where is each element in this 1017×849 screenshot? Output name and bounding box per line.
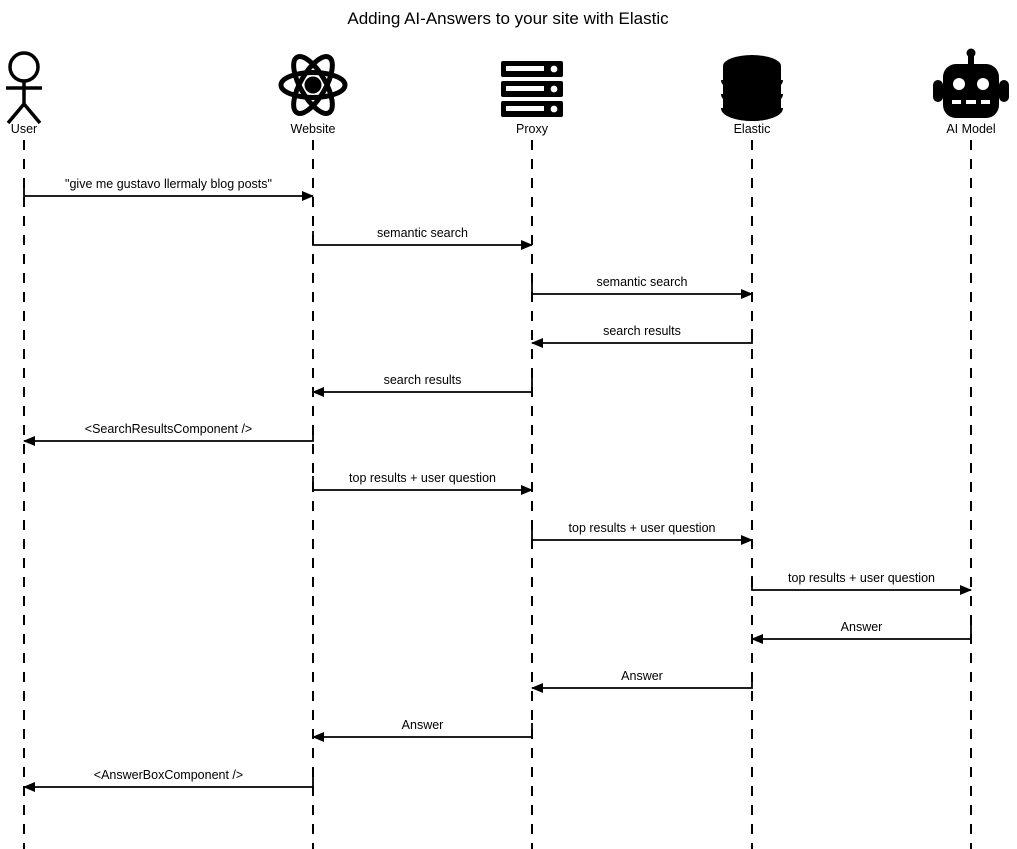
message-label: Answer [841, 620, 883, 634]
message-label: top results + user question [788, 571, 935, 585]
participant-label-user: User [11, 122, 37, 136]
message-9: top results + user question [751, 571, 972, 595]
react-atom-icon [278, 54, 348, 116]
message-arrow [312, 378, 533, 397]
participant-label-website: Website [291, 122, 336, 136]
message-8: top results + user question [531, 521, 753, 545]
participant-label-aimodel: AI Model [946, 122, 995, 136]
message-arrow [312, 231, 533, 250]
message-arrow [531, 280, 753, 299]
message-11: Answer [531, 669, 753, 693]
robot-head-icon [933, 48, 1009, 118]
messages-layer: "give me gustavo llermaly blog posts" sem… [23, 177, 972, 792]
message-5: search results [312, 373, 533, 397]
message-arrow [751, 576, 972, 595]
message-7: top results + user question [312, 471, 533, 495]
message-label: <AnswerBoxComponent /> [94, 768, 243, 782]
message-arrow [23, 182, 314, 201]
message-4: search results [531, 324, 753, 348]
message-label: search results [603, 324, 681, 338]
diagram-title: Adding AI-Answers to your site with Elas… [347, 9, 669, 28]
lifelines-layer [23, 140, 972, 849]
message-label: search results [384, 373, 462, 387]
message-arrow [531, 329, 753, 348]
message-label: <SearchResultsComponent /> [85, 422, 252, 436]
message-arrow [751, 625, 972, 644]
message-3: semantic search [531, 275, 753, 299]
message-13: <AnswerBoxComponent /> [23, 768, 314, 792]
database-icon [721, 55, 783, 121]
server-rack-icon [501, 61, 563, 117]
participant-label-proxy: Proxy [516, 122, 549, 136]
message-label: semantic search [377, 226, 468, 240]
message-arrow [531, 674, 753, 693]
stick-figure-icon [6, 51, 42, 125]
message-arrow [23, 427, 314, 446]
message-arrow [312, 476, 533, 495]
message-label: Answer [402, 718, 444, 732]
message-arrow [312, 723, 533, 742]
message-10: Answer [751, 620, 972, 644]
message-label: Answer [621, 669, 663, 683]
message-label: top results + user question [569, 521, 716, 535]
message-2: semantic search [312, 226, 533, 250]
message-label: top results + user question [349, 471, 496, 485]
message-1: "give me gustavo llermaly blog posts" [23, 177, 314, 201]
message-6: <SearchResultsComponent /> [23, 422, 314, 446]
message-arrow [531, 526, 753, 545]
message-12: Answer [312, 718, 533, 742]
message-arrow [23, 773, 314, 792]
participant-label-elastic: Elastic [734, 122, 771, 136]
message-label: "give me gustavo llermaly blog posts" [65, 177, 272, 191]
message-label: semantic search [596, 275, 687, 289]
